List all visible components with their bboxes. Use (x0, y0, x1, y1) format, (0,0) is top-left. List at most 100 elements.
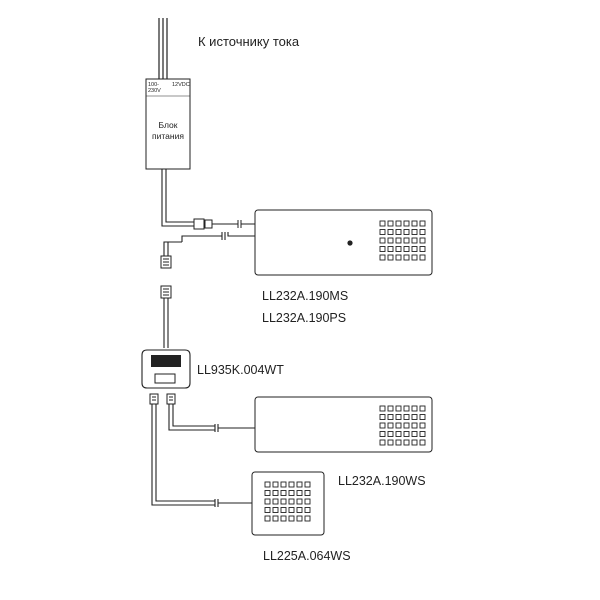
led-cell (304, 481, 311, 488)
lamp1-model-a: LL232A.190MS (262, 289, 348, 303)
led-cell (387, 246, 394, 252)
led-cell (395, 422, 402, 429)
led-cell (395, 229, 402, 235)
led-cell (387, 254, 394, 261)
led-cell (288, 498, 295, 505)
led-cell (411, 237, 418, 244)
splitter-input-cable (163, 298, 169, 348)
led-cell (387, 414, 394, 420)
led-cell (304, 515, 311, 522)
led-cell (288, 490, 295, 496)
led-cell (387, 237, 394, 244)
psu-name-line1: Блок (159, 120, 178, 130)
led-cell (387, 220, 394, 227)
led-cell (304, 498, 311, 505)
led-cell (395, 431, 402, 437)
led-cell (296, 515, 303, 522)
led-cell (411, 422, 418, 429)
led-cell (280, 498, 287, 505)
led-cell (272, 515, 279, 522)
psu-output-cable (161, 169, 196, 227)
led-cell (419, 405, 426, 412)
led-cell (280, 481, 287, 488)
led-cell (379, 237, 386, 244)
led-cell (387, 405, 394, 412)
splitter (141, 349, 191, 389)
led-cell (411, 220, 418, 227)
led-cell (411, 246, 418, 252)
led-cell (395, 246, 402, 252)
led-cell (411, 254, 418, 261)
led-cell (419, 431, 426, 437)
led-cell (264, 515, 271, 522)
led-cell (403, 246, 410, 252)
lamp-190ws (254, 396, 433, 453)
led-cell (304, 490, 311, 496)
led-cell (280, 507, 287, 513)
lamp3-led-grid (264, 481, 311, 522)
source-label: К источнику тока (198, 34, 300, 49)
led-cell (296, 490, 303, 496)
psu-input-label: 100-230V (148, 82, 161, 94)
led-cell (272, 498, 279, 505)
led-cell (288, 481, 295, 488)
led-cell (272, 481, 279, 488)
led-cell (272, 507, 279, 513)
lamp1-downstream-cable (163, 232, 255, 256)
led-cell (296, 498, 303, 505)
led-cell (419, 237, 426, 244)
led-cell (395, 254, 402, 261)
led-cell (411, 229, 418, 235)
led-cell (419, 254, 426, 261)
lamp2-cable (168, 404, 255, 432)
led-cell (272, 490, 279, 496)
led-cell (419, 220, 426, 227)
lamp1-model-b: LL232A.190PS (262, 311, 346, 325)
splitter-input-plug (160, 255, 172, 299)
led-cell (379, 246, 386, 252)
connector-psu-lamp1 (193, 218, 255, 230)
led-cell (403, 439, 410, 446)
led-cell (387, 431, 394, 437)
led-cell (296, 481, 303, 488)
lamp3-cable (151, 404, 252, 507)
led-cell (403, 220, 410, 227)
lamp3-model: LL225A.064WS (263, 549, 351, 563)
led-cell (296, 507, 303, 513)
led-cell (419, 422, 426, 429)
led-cell (387, 229, 394, 235)
led-cell (379, 439, 386, 446)
led-cell (379, 431, 386, 437)
led-cell (411, 405, 418, 412)
led-cell (288, 515, 295, 522)
led-cell (379, 414, 386, 420)
splitter-model: LL935K.004WT (197, 363, 284, 377)
led-cell (411, 439, 418, 446)
led-cell (395, 220, 402, 227)
led-cell (264, 490, 271, 496)
led-cell (379, 422, 386, 429)
led-cell (395, 414, 402, 420)
led-cell (419, 229, 426, 235)
led-cell (411, 414, 418, 420)
lamp-190ms (254, 209, 433, 276)
led-cell (395, 405, 402, 412)
led-cell (304, 507, 311, 513)
led-cell (288, 507, 295, 513)
led-cell (280, 515, 287, 522)
led-cell (403, 405, 410, 412)
led-cell (395, 439, 402, 446)
led-cell (264, 507, 271, 513)
led-cell (403, 422, 410, 429)
power-supply: 100-230V 12VDC Блок питания (145, 78, 191, 170)
psu-output-label: 12VDC (172, 82, 190, 88)
led-cell (387, 439, 394, 446)
led-cell (280, 490, 287, 496)
led-cell (403, 414, 410, 420)
led-cell (419, 439, 426, 446)
led-cell (411, 431, 418, 437)
led-cell (264, 498, 271, 505)
led-cell (379, 220, 386, 227)
